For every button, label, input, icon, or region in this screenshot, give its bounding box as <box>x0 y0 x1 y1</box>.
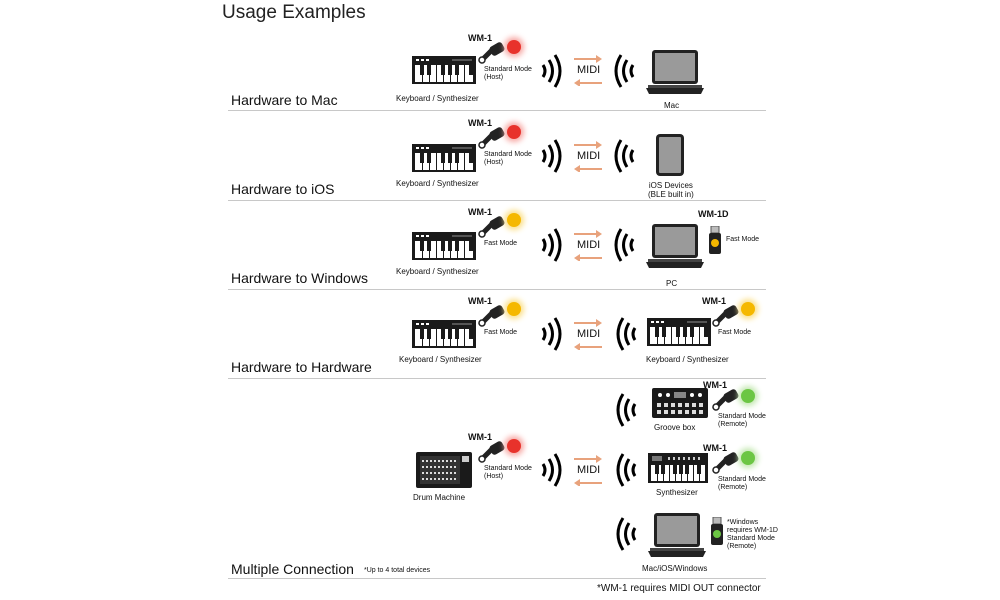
ios-devices-label: iOS Devices(BLE built in) <box>648 181 694 199</box>
led-green-icon <box>741 451 755 465</box>
midi-label: MIDI <box>577 64 601 76</box>
keyboard-icon <box>412 232 476 260</box>
bidirectional-arrows-icon <box>574 141 602 172</box>
row-label-multiple-connection: Multiple Connection <box>231 561 354 577</box>
groove-box-label: Groove box <box>654 423 696 432</box>
keyboard-label: Keyboard / Synthesizer <box>396 267 479 276</box>
wm1-label: WM-1 <box>703 380 727 390</box>
led-red-icon <box>507 40 521 54</box>
wireless-waves-icon <box>540 452 566 488</box>
standard-host-mode-label: Standard Mode(Host) <box>484 151 532 166</box>
fast-mode-label: Fast Mode <box>484 329 518 336</box>
row-divider <box>228 200 766 201</box>
row-divider <box>228 110 766 111</box>
standard-host-mode-label: Standard Mode(Host) <box>484 465 532 480</box>
keyboard-label: Keyboard / Synthesizer <box>396 94 479 103</box>
drum-machine-icon <box>416 452 472 488</box>
wm1d-dongle-icon <box>711 517 723 545</box>
wm1-adapter-icon <box>478 305 508 327</box>
midi-label: MIDI <box>577 328 601 340</box>
wm1-adapter-icon <box>478 216 508 238</box>
led-green-icon <box>741 389 755 403</box>
bidirectional-arrows-icon <box>574 230 602 261</box>
wm1-adapter-icon <box>478 127 508 149</box>
wm1d-label: WM-1D <box>698 209 729 219</box>
wireless-waves-icon <box>612 392 638 428</box>
led-yellow-icon <box>507 213 521 227</box>
standard-remote-mode-label: Standard Mode(Remote) <box>718 476 766 491</box>
drum-machine-label: Drum Machine <box>413 493 466 502</box>
laptop-icon <box>648 513 706 559</box>
wm1-adapter-icon <box>712 389 742 411</box>
midi-label: MIDI <box>577 239 601 251</box>
mac-ios-windows-label: Mac/iOS/Windows <box>642 564 708 573</box>
groove-box-icon <box>652 388 708 418</box>
synthesizer-icon <box>648 453 708 483</box>
pc-label: PC <box>666 279 678 288</box>
midi-label: MIDI <box>577 150 601 162</box>
wireless-waves-icon <box>540 138 566 174</box>
keyboard-icon <box>412 144 476 172</box>
row-label-hardware-to-ios: Hardware to iOS <box>231 181 335 197</box>
mac-laptop-icon <box>646 50 704 96</box>
wm1-adapter-icon <box>712 305 742 327</box>
mac-label: Mac <box>664 101 680 110</box>
wm1-label: WM-1 <box>468 296 492 306</box>
wireless-waves-icon <box>610 53 636 89</box>
row-label-hardware-to-mac: Hardware to Mac <box>231 92 338 108</box>
wm1-label: WM-1 <box>468 432 492 442</box>
wm1-label: WM-1 <box>702 296 726 306</box>
keyboard-label: Keyboard / Synthesizer <box>396 179 479 188</box>
wireless-waves-icon <box>540 316 566 352</box>
led-red-icon <box>507 125 521 139</box>
footnote: *WM-1 requires MIDI OUT connector <box>597 583 761 594</box>
keyboard-label: Keyboard / Synthesizer <box>646 355 729 364</box>
wm1-adapter-icon <box>478 42 508 64</box>
keyboard-icon <box>647 318 711 346</box>
keyboard-icon <box>412 320 476 348</box>
led-yellow-icon <box>741 302 755 316</box>
wireless-waves-icon <box>612 452 638 488</box>
bidirectional-arrows-icon <box>574 55 602 86</box>
wm1-label: WM-1 <box>468 118 492 128</box>
wireless-waves-icon <box>540 227 566 263</box>
wireless-waves-icon <box>610 138 636 174</box>
led-yellow-icon <box>507 302 521 316</box>
wm1-label: WM-1 <box>468 33 492 43</box>
wm1-adapter-icon <box>478 441 508 463</box>
bidirectional-arrows-icon <box>574 319 602 350</box>
bidirectional-arrows-icon <box>574 455 602 486</box>
wm1d-dongle-icon <box>709 226 721 254</box>
led-red-icon <box>507 439 521 453</box>
page-title: Usage Examples <box>222 2 366 23</box>
row-divider <box>228 578 766 579</box>
fast-mode-label: Fast Mode <box>726 236 760 243</box>
row-divider <box>228 378 766 379</box>
synthesizer-label: Synthesizer <box>656 488 698 497</box>
keyboard-icon <box>412 56 476 84</box>
fast-mode-label: Fast Mode <box>484 240 518 247</box>
wm1-label: WM-1 <box>703 443 727 453</box>
wireless-waves-icon <box>612 316 638 352</box>
row-divider <box>228 289 766 290</box>
device-limit-note: *Up to 4 total devices <box>364 567 431 574</box>
standard-remote-mode-label: Standard Mode(Remote) <box>718 413 766 428</box>
standard-host-mode-label: Standard Mode(Host) <box>484 66 532 81</box>
tablet-icon <box>656 134 684 176</box>
wm1-adapter-icon <box>712 452 742 474</box>
row-label-hardware-to-windows: Hardware to Windows <box>231 270 368 286</box>
wireless-waves-icon <box>610 227 636 263</box>
midi-label: MIDI <box>577 464 601 476</box>
pc-laptop-icon <box>646 224 704 270</box>
wireless-waves-icon <box>540 53 566 89</box>
wireless-waves-icon <box>612 516 638 552</box>
fast-mode-label: Fast Mode <box>718 329 752 336</box>
wm1-label: WM-1 <box>468 207 492 217</box>
row-label-hardware-to-hardware: Hardware to Hardware <box>231 359 372 375</box>
keyboard-label: Keyboard / Synthesizer <box>399 355 482 364</box>
